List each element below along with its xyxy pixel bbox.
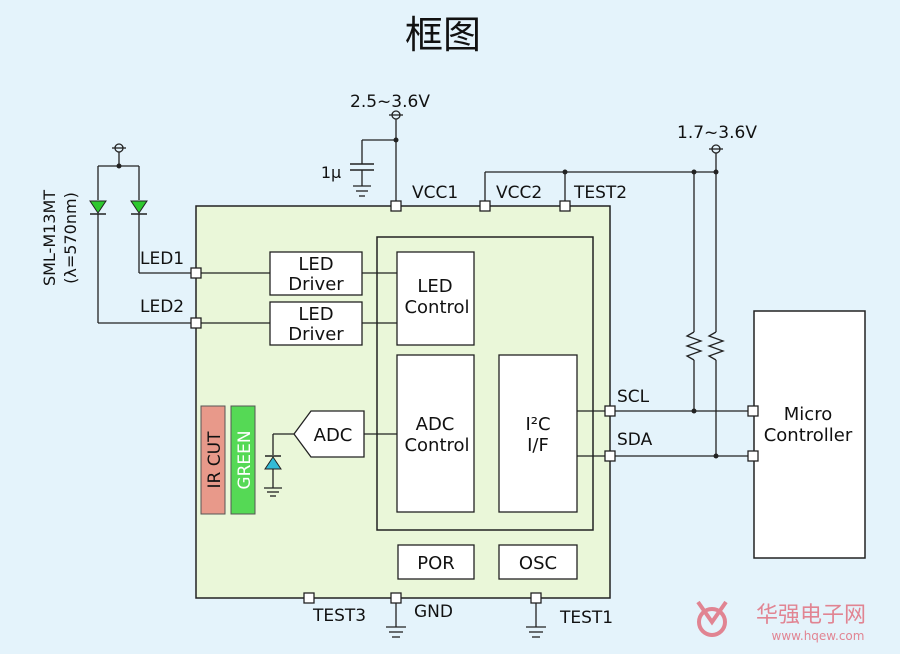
capacitor-value: 1μ	[321, 163, 341, 182]
led-driver-2-label-2: Driver	[288, 324, 344, 345]
led-driver-1	[269, 251, 363, 296]
led-control-label-1: LED	[417, 276, 452, 297]
led-control-label-2: Control	[404, 297, 469, 318]
test2-label: TEST2	[573, 183, 627, 203]
watermark: 华强电子网 www.hqew.com	[696, 600, 866, 643]
test2-pin	[559, 200, 571, 212]
micro-label-2: Controller	[764, 425, 853, 446]
ir-cut-filter	[200, 405, 226, 515]
green-label: GREEN	[235, 430, 255, 489]
led1-label: LED1	[140, 249, 184, 269]
led1-pin	[190, 267, 202, 279]
watermark-text: 华强电子网	[756, 603, 866, 628]
ir-cut-label: IR CUT	[205, 431, 225, 489]
external-leds	[89, 143, 191, 324]
test1-label: TEST1	[559, 608, 613, 628]
gnd-label: GND	[414, 602, 453, 622]
test3-pin	[303, 592, 315, 604]
vcc1-pin	[390, 200, 402, 212]
scl-label: SCL	[617, 387, 650, 407]
test3-label: TEST3	[312, 606, 366, 626]
adc-control-label-2: Control	[404, 435, 469, 456]
sda-pin	[604, 450, 616, 462]
osc-block	[498, 544, 578, 580]
led-control	[396, 251, 475, 346]
por-block	[397, 544, 475, 580]
osc-label: OSC	[519, 553, 557, 574]
pullup-resistor-sda	[707, 331, 725, 361]
diagram-title: 框图	[405, 13, 481, 57]
led-1-icon	[89, 200, 107, 214]
i2c-interface	[498, 354, 578, 513]
photodiode	[264, 433, 294, 497]
green-filter	[230, 405, 256, 515]
led2-pin	[190, 317, 202, 329]
watermark-logo-icon	[696, 600, 728, 637]
micro-controller	[753, 310, 866, 559]
adc-label: ADC	[314, 425, 353, 446]
micro-label-1: Micro	[784, 404, 832, 425]
i2c-label-1: I²C	[525, 414, 550, 435]
vcc1-label: VCC1	[412, 183, 458, 203]
watermark-url: www.hqew.com	[772, 629, 865, 643]
led-driver-2-label-1: LED	[298, 304, 333, 325]
digital-core-boundary	[376, 236, 594, 531]
vcc-main-voltage: 2.5~3.6V	[350, 92, 430, 112]
decoupling-capacitor: 1μ	[321, 163, 374, 197]
led-driver-2	[269, 301, 363, 346]
scl-pin	[604, 405, 616, 417]
vcc-io-supply: 1.7~3.6V	[484, 123, 757, 332]
vcc-main-supply: 2.5~3.6V	[350, 92, 430, 202]
gnd-pin	[386, 592, 406, 638]
vcc-io-voltage: 1.7~3.6V	[677, 123, 757, 143]
sda-label: SDA	[617, 430, 653, 450]
adc-control-label-1: ADC	[416, 414, 455, 435]
test1-pin	[526, 592, 546, 638]
por-label: POR	[417, 553, 455, 574]
pullup-resistor-scl	[685, 331, 703, 361]
led2-label: LED2	[140, 297, 184, 317]
i2c-label-2: I/F	[527, 435, 549, 456]
led-driver-1-label-1: LED	[298, 254, 333, 275]
led-2-icon	[130, 200, 148, 214]
vcc2-pin	[479, 200, 491, 212]
led-wavelength: (λ=570nm)	[61, 192, 80, 284]
vcc2-label: VCC2	[496, 183, 542, 203]
led-driver-1-label-2: Driver	[288, 274, 344, 295]
led-part-number: SML-M13MT	[40, 190, 59, 286]
